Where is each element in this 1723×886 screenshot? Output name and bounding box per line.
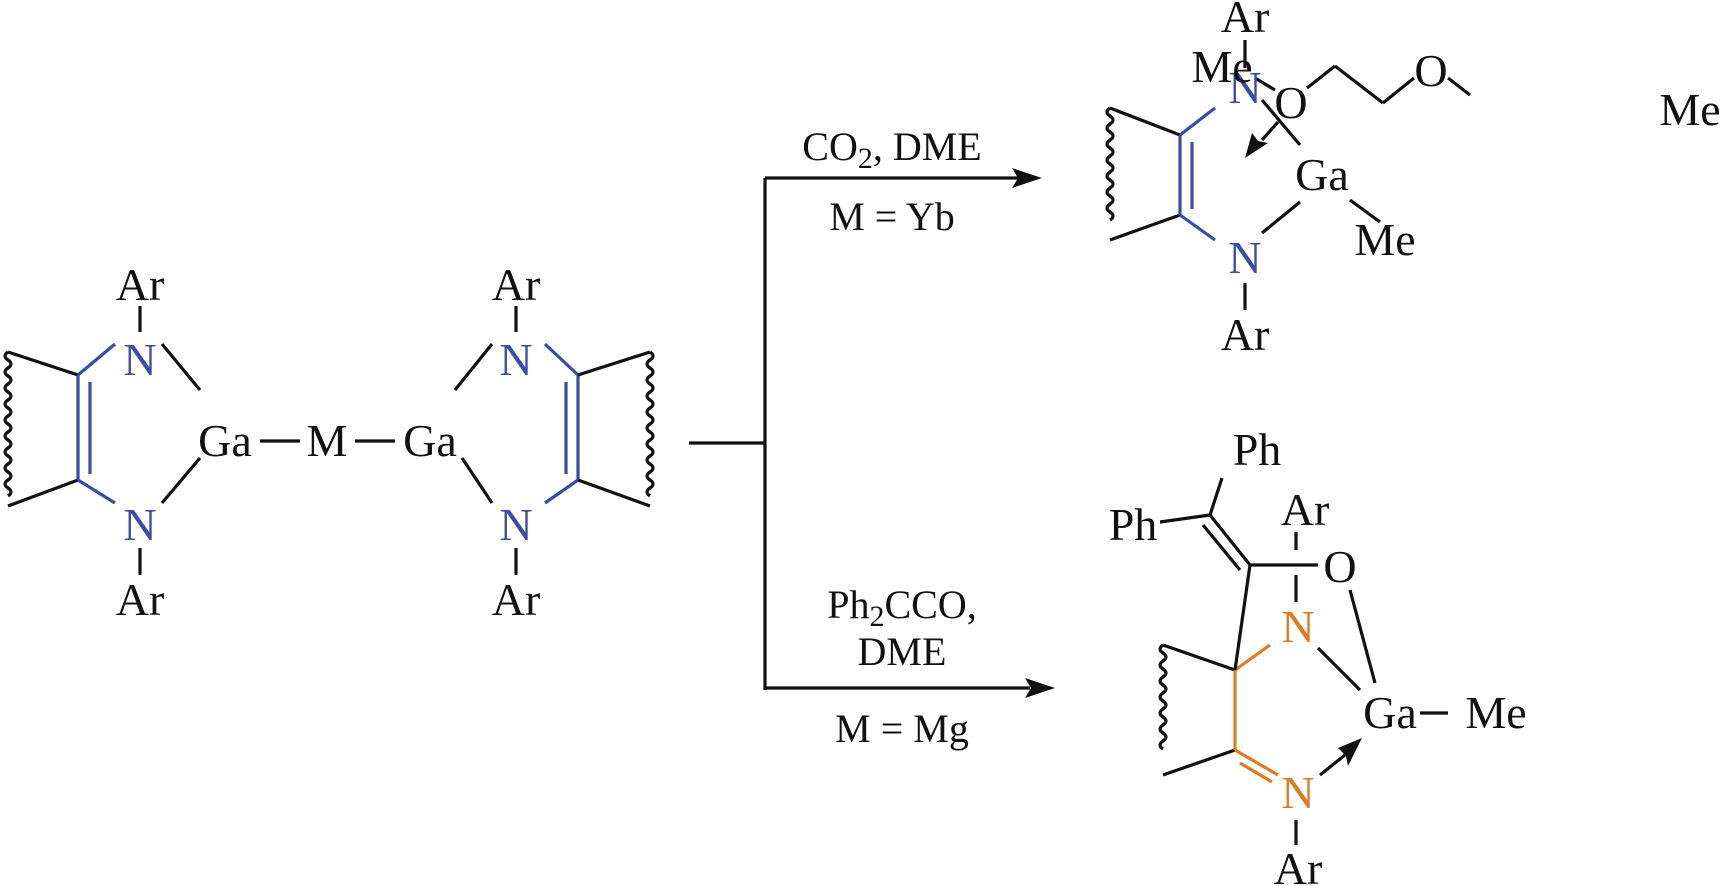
atom-label-o: O (1274, 77, 1307, 128)
atom-label-o: O (1323, 541, 1356, 592)
dative-bond (1260, 120, 1280, 142)
atom-label-ar: Ar (1221, 0, 1270, 42)
atom-label-ar: Ar (492, 259, 541, 310)
conditions-top: CO2, DME M = Yb (802, 124, 981, 239)
atom-label-ga: Ga (1295, 149, 1349, 200)
bond (160, 456, 202, 505)
bond (1316, 646, 1362, 692)
atom-label-ar: Ar (492, 574, 541, 625)
bond (76, 342, 117, 377)
bond (77, 478, 116, 505)
atom-label-ar: Ar (116, 259, 165, 310)
atom-label-n: N (499, 334, 532, 385)
wavy-bond-left (3, 350, 13, 498)
atom-label-me: Me (1659, 84, 1720, 135)
bond (1179, 106, 1216, 137)
wavy-bond (1105, 106, 1115, 222)
arrow-top-head (1012, 168, 1042, 188)
atom-label-ar: Ar (1221, 309, 1270, 360)
bond (1239, 761, 1273, 784)
atom-label-m: M (307, 415, 348, 466)
atom-label-n: N (123, 499, 156, 550)
product-bottom-molecule: Ph Ph Ar O N Ga Me N Ar (1109, 424, 1527, 886)
bond (1162, 643, 1236, 672)
bond (460, 457, 494, 504)
atom-label-n: N (1228, 62, 1261, 113)
dative-bond (1319, 753, 1346, 777)
bond (1162, 748, 1236, 777)
atom-label-ph: Ph (1233, 424, 1282, 475)
bond (1260, 200, 1302, 235)
bond (1348, 589, 1377, 684)
bond (1306, 64, 1336, 90)
wavy-bond (1158, 643, 1168, 751)
bond (1109, 106, 1181, 137)
bond (1334, 64, 1384, 105)
atom-label-n: N (123, 334, 156, 385)
reagents-bottom-line2: DME (858, 629, 947, 674)
dative-arrowhead (1245, 133, 1268, 158)
bond (1349, 198, 1381, 224)
bond (577, 350, 651, 377)
bond (577, 478, 651, 508)
atom-label-n: N (499, 499, 532, 550)
atom-label-ar: Ar (1274, 843, 1323, 886)
bond (544, 478, 579, 505)
reagents-bottom-line1: Ph2CCO, (827, 582, 977, 633)
product-top-molecule: Ar N Me O O Me Ga Me N Ar (1105, 0, 1721, 360)
atom-label-n: N (1281, 601, 1314, 652)
arrow-bottom-head (1025, 678, 1055, 698)
bond (160, 342, 202, 392)
reactant-molecule: Ar N Ga M Ga N Ar N Ar N Ar (3, 259, 655, 625)
atom-label-ga: Ga (403, 415, 457, 466)
reaction-arrows (689, 168, 1055, 698)
atom-label-me: Me (1465, 687, 1526, 738)
bond (1381, 76, 1416, 105)
bond (1208, 514, 1252, 566)
atom-label-n: N (1281, 767, 1314, 818)
bond (1208, 477, 1224, 516)
atom-label-ph: Ph (1109, 499, 1158, 550)
bond (1254, 76, 1276, 92)
atom-label-ar: Ar (1281, 484, 1330, 535)
bond (1260, 98, 1302, 147)
condition-bottom: M = Mg (835, 706, 969, 751)
bond (7, 478, 79, 508)
bond (453, 342, 494, 392)
bond (1234, 748, 1279, 777)
wavy-bond-right (645, 350, 655, 498)
atom-label-n: N (1228, 232, 1261, 283)
bond (543, 342, 580, 377)
bond (1234, 643, 1271, 672)
bond (1201, 523, 1242, 572)
conditions-bottom: Ph2CCO, DME M = Mg (827, 582, 977, 751)
atom-label-me: Me (1191, 41, 1252, 92)
bond (1447, 76, 1471, 97)
atom-label-ar: Ar (116, 574, 165, 625)
bond (1159, 513, 1211, 524)
bond (1109, 213, 1181, 242)
bond (1179, 213, 1216, 242)
reagents-top: CO2, DME (802, 124, 981, 175)
condition-top: M = Yb (829, 194, 955, 239)
dative-arrowhead (1338, 738, 1362, 766)
bond (7, 350, 79, 377)
bond (1233, 564, 1252, 671)
atom-label-ga: Ga (1363, 687, 1417, 738)
atom-label-me: Me (1354, 214, 1415, 265)
atom-label-o: O (1414, 45, 1447, 96)
atom-label-ga: Ga (198, 415, 252, 466)
